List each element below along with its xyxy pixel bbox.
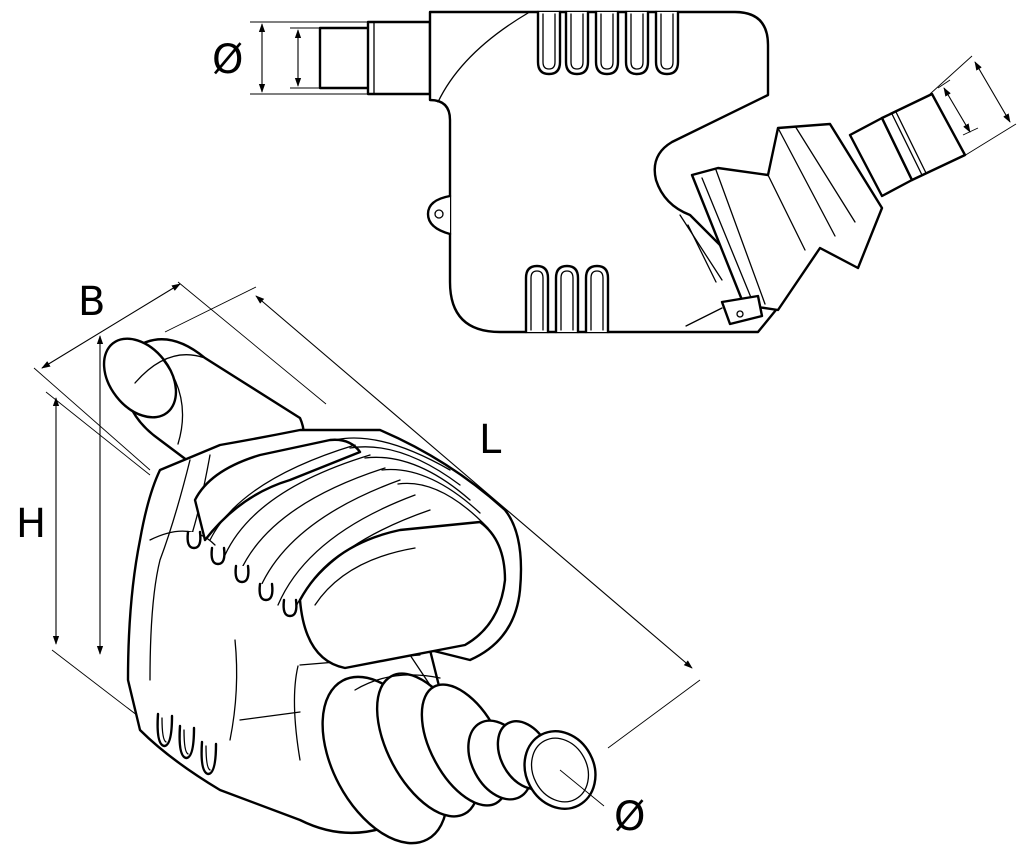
iso-bellows xyxy=(321,672,510,845)
diameter-label-top: Ø xyxy=(212,37,244,83)
iso-view xyxy=(33,281,701,845)
iso-fins xyxy=(156,437,489,776)
dimension-l xyxy=(164,286,701,749)
length-label-l: L xyxy=(479,417,502,463)
top-inlet-pipe xyxy=(318,20,432,96)
top-outlet-diameter-dimension xyxy=(929,55,1017,157)
top-muffler-body xyxy=(426,10,782,334)
width-label-b: B xyxy=(78,279,106,325)
diameter-label-bottom: Ø xyxy=(614,794,646,840)
top-bellows xyxy=(679,122,884,327)
top-view xyxy=(250,10,1017,334)
iso-outlet-pipe xyxy=(467,719,605,810)
height-label-h: H xyxy=(16,501,47,547)
top-fins-upper xyxy=(536,10,680,76)
top-outlet-pipe xyxy=(848,92,967,198)
top-fins-lower xyxy=(524,264,610,334)
